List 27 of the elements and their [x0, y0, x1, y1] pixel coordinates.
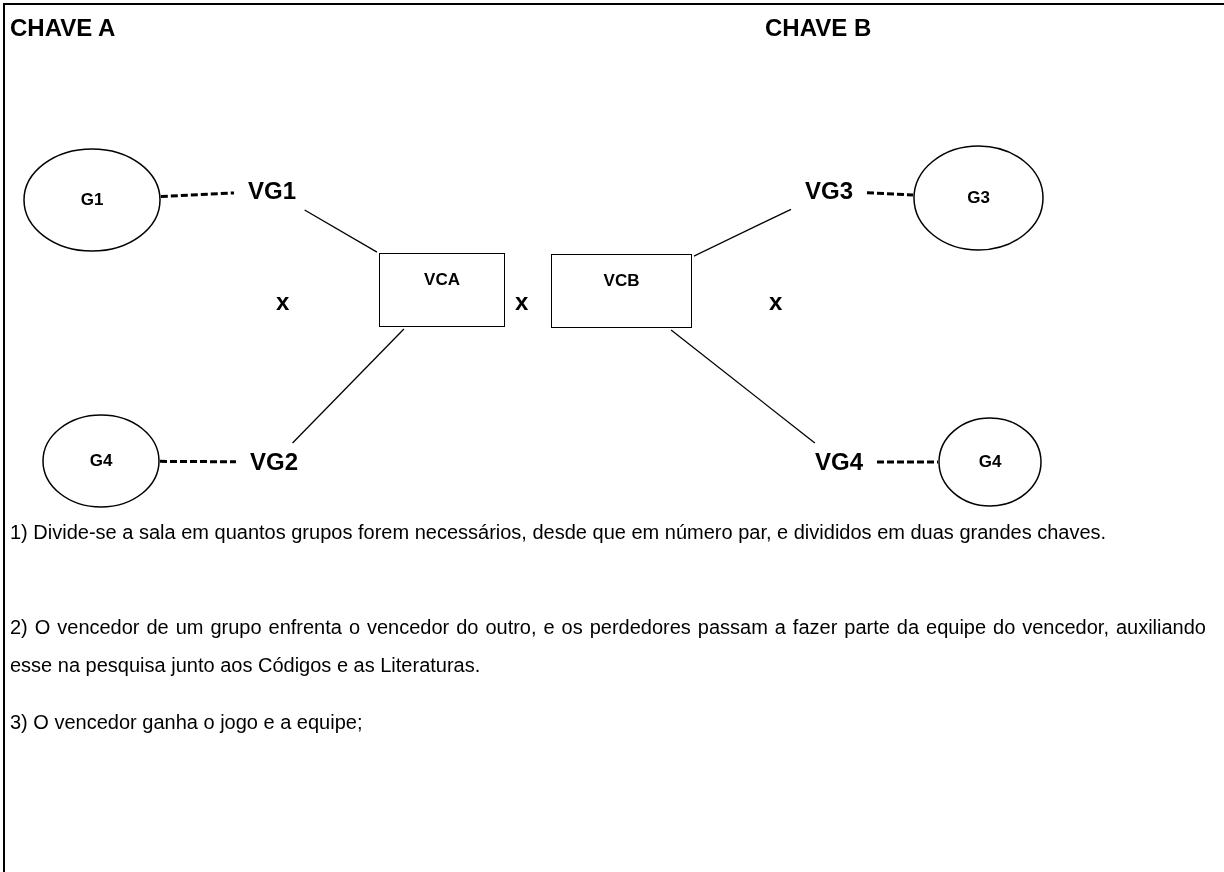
node-label: G1 — [80, 190, 104, 210]
node-label: VCA — [424, 270, 460, 289]
connector-line — [670, 329, 816, 444]
section-heading: CHAVE A — [10, 14, 116, 42]
node-label: VG4 — [805, 447, 873, 477]
instruction-paragraph: 3) O vencedor ganha o jogo e a equipe; — [10, 710, 364, 735]
node-label: G4 — [978, 452, 1002, 472]
process-box — [379, 253, 505, 327]
node-label: VG3 — [795, 176, 863, 206]
section-heading: CHAVE B — [765, 14, 872, 42]
dashed-line — [866, 191, 914, 197]
instruction-paragraph: 2) O vencedor de um grupo enfrenta o vencedor do outro, e os perdedores passam a fazer parte da equipe do vencedor, auxiliando esse na pesquisa junto aos Códigos e as Literaturas. — [10, 615, 1206, 678]
node-label: VG2 — [240, 447, 308, 477]
node-label: VG1 — [238, 176, 306, 206]
versus-mark: x — [276, 288, 290, 316]
node-label: G3 — [967, 188, 990, 208]
node-label: VCB — [603, 271, 640, 290]
dashed-line — [160, 459, 236, 464]
node-label: G4 — [89, 451, 113, 471]
dashed-line — [160, 191, 235, 199]
versus-mark: x — [769, 288, 783, 316]
connector-line — [693, 208, 792, 257]
instruction-paragraph: 1) Divide-se a sala em quantos grupos forem necessários, desde que em número par, e divididos em duas grandes chaves. — [10, 520, 1108, 545]
connector-line — [291, 328, 405, 444]
versus-mark: x — [515, 288, 529, 316]
connector-line — [304, 209, 378, 253]
process-box — [551, 254, 692, 328]
